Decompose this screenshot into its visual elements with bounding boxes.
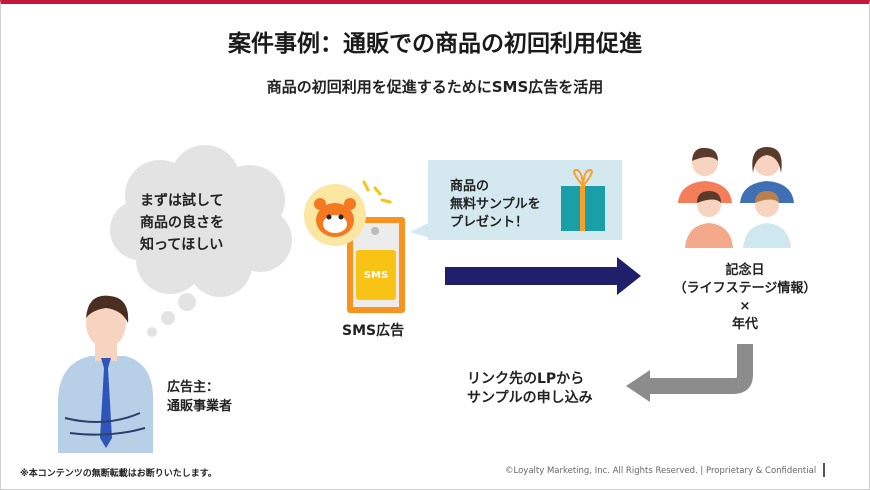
page-subtitle: 商品の初回利用を促進するためにSMS広告を活用: [266, 78, 604, 96]
callout-line: 商品の: [450, 179, 490, 194]
target-line: 年代: [731, 317, 758, 332]
thought-line: まずは試して: [140, 193, 224, 209]
thought-line: 商品の良さを: [140, 215, 224, 231]
advertiser-line: 通販事業者: [167, 399, 233, 414]
callout-line: 無料サンプルを: [450, 197, 541, 212]
callout-text: 商品の 無料サンプルを プレゼント！: [450, 178, 541, 232]
target-line: ×: [739, 299, 751, 314]
footer-copyright: ©Loyalty Marketing, Inc. All Rights Rese…: [505, 466, 817, 476]
result-line: リンク先のLPから: [467, 371, 585, 387]
footer-divider: [823, 463, 825, 477]
sms-caption: SMS広告: [342, 323, 405, 339]
svg-text:SMS: SMS: [364, 270, 388, 281]
advertiser-label: 広告主： 通販事業者: [167, 378, 232, 416]
target-text: 記念日 （ライフステージ情報） × 年代: [650, 262, 840, 334]
right-arrow-icon: [445, 257, 641, 295]
gift-icon: [561, 168, 605, 231]
page-title: 案件事例：通販での商品の初回利用促進: [228, 31, 642, 57]
thought-text: まずは試して 商品の良さを 知ってほしい: [140, 190, 260, 256]
sms-phone-icon: SMS: [304, 180, 405, 313]
result-line: サンプルの申し込み: [467, 390, 593, 406]
return-arrow-icon: [626, 344, 753, 402]
advertiser-person-icon: [58, 295, 153, 453]
result-text: リンク先のLPから サンプルの申し込み: [467, 370, 593, 408]
callout-tail: [410, 222, 430, 238]
thought-cloud-icon: [110, 145, 292, 337]
thought-line: 知ってほしい: [140, 237, 224, 253]
callout-line: プレゼント！: [450, 215, 529, 230]
target-line: （ライフステージ情報）: [673, 281, 817, 296]
target-people-icon: [678, 147, 794, 248]
footer-notice: ※本コンテンツの無断転載はお断りいたします。: [20, 469, 217, 479]
target-line: 記念日: [725, 263, 765, 278]
advertiser-line: 広告主：: [167, 380, 220, 395]
